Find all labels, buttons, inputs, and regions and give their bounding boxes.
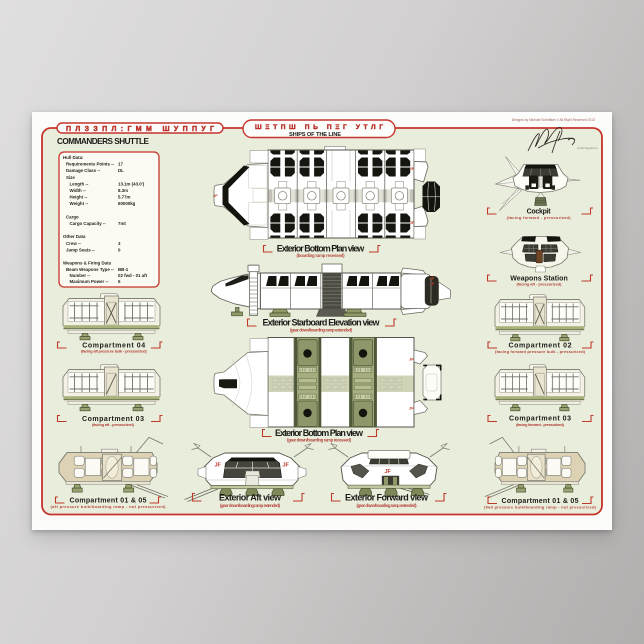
svg-text:02 fwd - 01 aft: 02 fwd - 01 aft — [118, 273, 148, 278]
svg-text:JF: JF — [213, 193, 218, 198]
svg-text:Weapons & Firing Data: Weapons & Firing Data — [63, 261, 112, 266]
svg-text:Exterior Bottom Plan view: Exterior Bottom Plan view — [277, 244, 365, 254]
svg-text:(aft pressure bulk/boarding ra: (aft pressure bulk/boarding ramp - not p… — [51, 504, 167, 509]
svg-text:Compartment 04: Compartment 04 — [82, 343, 145, 350]
svg-text:(fwd pressure bulk/boarding ra: (fwd pressure bulk/boarding ramp - not p… — [484, 505, 597, 510]
svg-text:3: 3 — [118, 241, 121, 246]
svg-text:Beam Weapons Type --: Beam Weapons Type -- — [66, 267, 114, 272]
svg-text:(facing aft - pressurized): (facing aft - pressurized) — [92, 422, 135, 427]
svg-text:DL: DL — [118, 168, 124, 173]
svg-text:JF: JF — [283, 463, 290, 469]
svg-text:Designs by Michael Schnittker: Designs by Michael Schnittker // All Rig… — [512, 118, 595, 122]
svg-text:5: 5 — [118, 279, 121, 284]
svg-text:Compartment 02: Compartment 02 — [509, 343, 572, 350]
svg-text:Artist Signature: Artist Signature — [577, 146, 598, 150]
svg-text:(facing aft - pressurized): (facing aft - pressurized) — [517, 282, 563, 287]
svg-text:Compartment 01 & 05: Compartment 01 & 05 — [70, 498, 147, 505]
svg-text:Cockpit: Cockpit — [527, 209, 552, 216]
svg-text:Exterior Forward view: Exterior Forward view — [345, 493, 429, 503]
svg-text:Exterior Starboard Elevation v: Exterior Starboard Elevation view — [263, 318, 381, 328]
svg-text:Other Data: Other Data — [63, 234, 86, 239]
svg-text:60000kg: 60000kg — [118, 201, 136, 206]
svg-text:JF: JF — [409, 357, 414, 362]
svg-text:Crew --: Crew -- — [66, 241, 81, 246]
svg-text:BB-1: BB-1 — [118, 267, 129, 272]
svg-text:17: 17 — [118, 162, 123, 167]
svg-text:5.77m: 5.77m — [118, 195, 131, 200]
svg-text:JF: JF — [430, 276, 435, 281]
svg-text:Requirements Points --: Requirements Points -- — [66, 162, 115, 167]
svg-text:Exterior Aft view: Exterior Aft view — [219, 493, 282, 503]
svg-text:Width --: Width -- — [70, 188, 87, 193]
svg-text:Compartment 03: Compartment 03 — [509, 416, 571, 423]
svg-text:8.3m: 8.3m — [118, 188, 128, 193]
svg-text:Maximum Power --: Maximum Power -- — [70, 279, 109, 284]
svg-text:Height --: Height -- — [70, 195, 88, 200]
svg-text:(gear down/boarding ramp exten: (gear down/boarding ramp extended) — [357, 503, 418, 508]
svg-text:(gear down/boarding ramp exten: (gear down/boarding ramp extended) — [290, 328, 353, 333]
svg-text:JF: JF — [430, 281, 435, 286]
svg-text:JF: JF — [385, 469, 392, 475]
svg-text:JF: JF — [410, 220, 415, 225]
svg-text:SHIPS OF THE LINE: SHIPS OF THE LINE — [289, 132, 341, 138]
svg-text:(facing aft pressure bulk - pr: (facing aft pressure bulk - pressurized) — [81, 349, 148, 354]
svg-text:7mt: 7mt — [118, 221, 126, 226]
svg-text:13.1m (43.0'): 13.1m (43.0') — [118, 181, 145, 186]
svg-text:(gear down/boarding ramp exten: (gear down/boarding ramp extended) — [220, 503, 281, 508]
svg-text:Cargo: Cargo — [66, 214, 79, 219]
svg-text:JF: JF — [409, 406, 414, 411]
svg-text:(boarding ramp recessed): (boarding ramp recessed) — [297, 253, 346, 258]
svg-text:ПЛЗЗПЛ:ГММ ШУППУГ: ПЛЗЗПЛ:ГММ ШУППУГ — [66, 126, 214, 133]
svg-text:Weight --: Weight -- — [70, 201, 89, 206]
svg-text:Exterior Bottom Plan view: Exterior Bottom Plan view — [275, 428, 364, 438]
svg-text:(facing forward - pressurized): (facing forward - pressurized) — [507, 215, 572, 220]
svg-text:Jump Seats --: Jump Seats -- — [66, 247, 95, 252]
svg-text:Hull Data:: Hull Data: — [63, 155, 84, 160]
svg-text:(facing forward - pressurized): (facing forward - pressurized) — [516, 422, 565, 427]
svg-text:0: 0 — [118, 247, 121, 252]
svg-text:Damage Class --: Damage Class -- — [66, 168, 101, 173]
svg-text:Cargo Capacity --: Cargo Capacity -- — [70, 221, 107, 226]
svg-text:Number --: Number -- — [70, 273, 91, 278]
svg-text:(gear down/boarding ramp reces: (gear down/boarding ramp recessed) — [287, 438, 352, 443]
svg-text:COMMANDERS SHUTTLE: COMMANDERS SHUTTLE — [57, 137, 150, 146]
svg-text:Size: Size — [66, 175, 75, 180]
svg-text:JF: JF — [410, 166, 415, 171]
svg-text:JF: JF — [215, 463, 222, 469]
svg-text:Weapons Station: Weapons Station — [510, 276, 568, 283]
svg-text:(facing forward pressure bulk: (facing forward pressure bulk - pressuri… — [495, 349, 586, 354]
svg-text:Length --: Length -- — [70, 181, 89, 186]
svg-text:Compartment 01 & 05: Compartment 01 & 05 — [502, 498, 579, 505]
svg-text:Compartment 03: Compartment 03 — [82, 416, 144, 423]
